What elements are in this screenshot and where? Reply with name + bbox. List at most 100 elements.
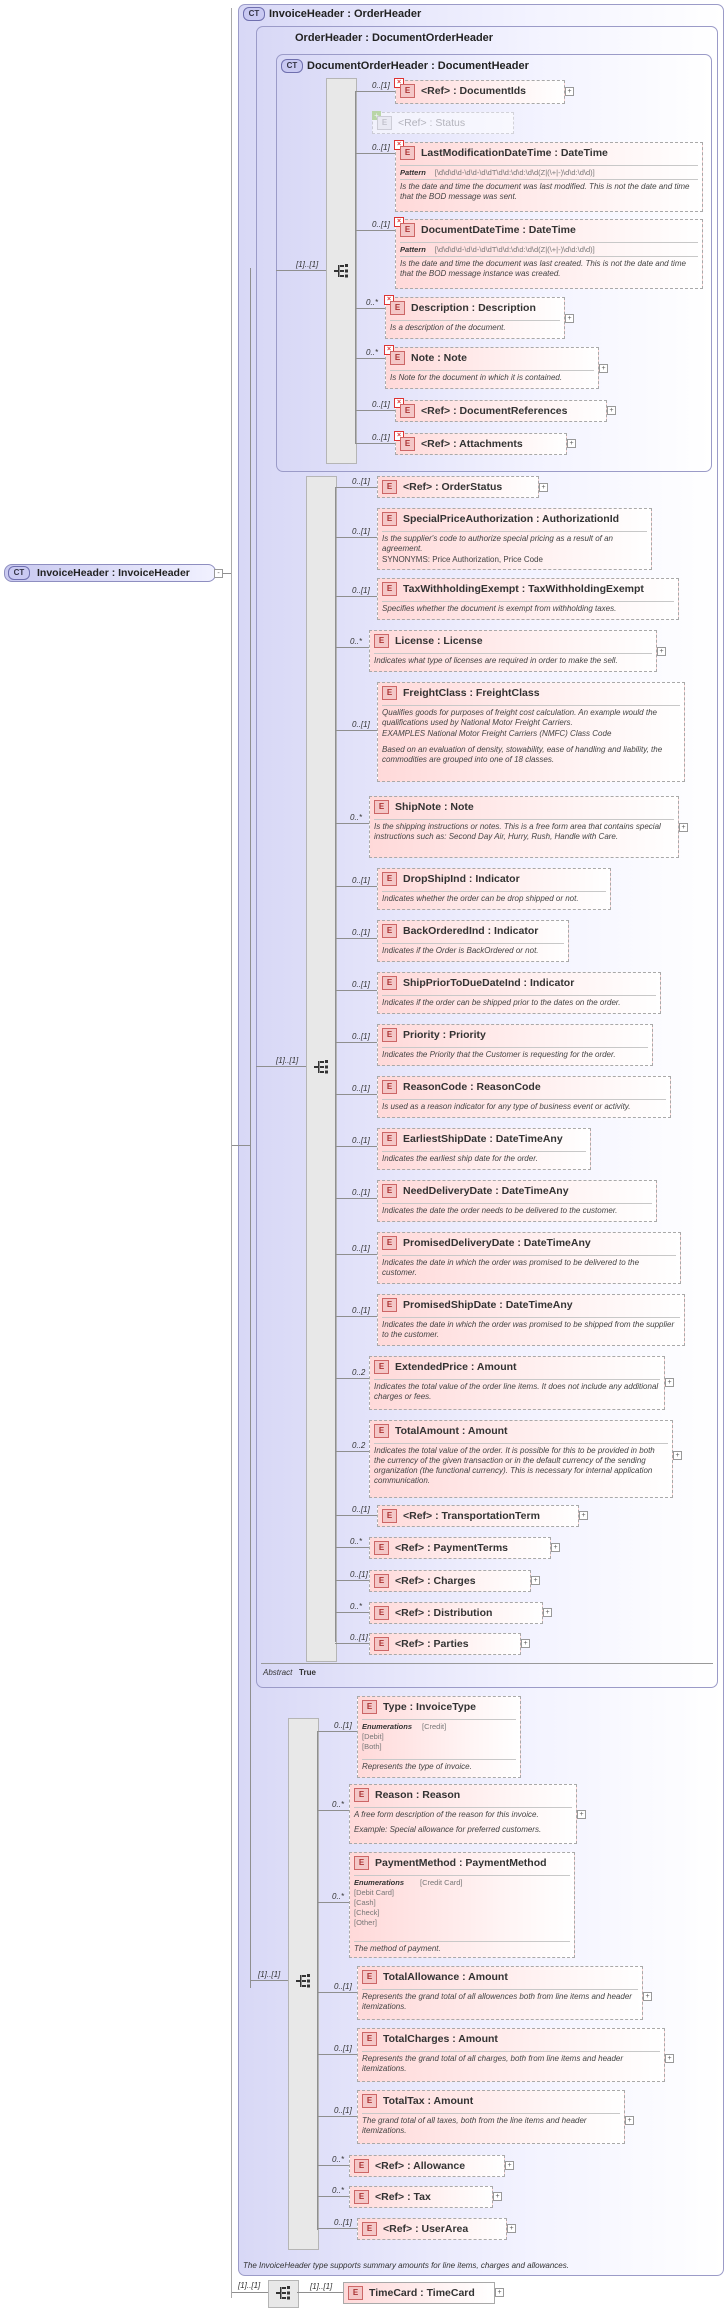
element-icon: E (374, 1360, 389, 1374)
expand-icon[interactable]: + (565, 87, 574, 96)
sequence-icon (276, 2286, 290, 2300)
expand-icon[interactable]: - (214, 569, 223, 578)
expand-icon[interactable]: + (599, 364, 608, 373)
expand-icon[interactable]: + (567, 439, 576, 448)
element-icon: E (382, 480, 397, 494)
optional-icon: × (394, 431, 404, 441)
expand-icon[interactable]: + (565, 314, 574, 323)
expand-icon[interactable]: + (673, 1451, 682, 1460)
element-icon: E (362, 2094, 377, 2108)
element-transportation-term[interactable]: E<Ref> : TransportationTerm (377, 1505, 579, 1527)
element-distribution[interactable]: E<Ref> : Distribution (369, 1602, 543, 1624)
element-icon: E (374, 1574, 389, 1588)
element-icon: E (374, 800, 389, 814)
element-icon: E (354, 2190, 369, 2204)
element-tax[interactable]: E<Ref> : Tax (349, 2186, 493, 2208)
expand-icon[interactable]: + (577, 1810, 586, 1819)
expand-icon[interactable]: + (543, 1608, 552, 1617)
element-document-references[interactable]: ×E<Ref> : DocumentReferences (394, 398, 607, 422)
element-icon: E (400, 437, 415, 451)
element-icon: E (374, 1637, 389, 1651)
element-document-ids[interactable]: ×E<Ref> : DocumentIds (394, 78, 565, 104)
expand-icon[interactable]: + (657, 647, 666, 656)
order-header-sequence (306, 476, 337, 1662)
expand-icon[interactable]: + (625, 2116, 634, 2125)
expand-icon[interactable]: + (531, 1576, 540, 1585)
expand-icon[interactable]: + (505, 2161, 514, 2170)
root-type[interactable]: CT InvoiceHeader : InvoiceHeader (4, 564, 216, 582)
plus-icon: + (372, 111, 381, 120)
invoice-sequence (288, 1718, 319, 2250)
abstract-label: Abstract True (263, 1668, 316, 1677)
expand-icon[interactable]: + (551, 1543, 560, 1552)
element-icon: E (382, 1080, 397, 1094)
complex-type-icon: CT (281, 59, 303, 73)
expand-icon[interactable]: + (507, 2224, 516, 2233)
element-parties[interactable]: E<Ref> : Parties (369, 1633, 521, 1655)
element-status[interactable]: +E<Ref> : Status (372, 111, 514, 134)
expand-icon[interactable]: + (539, 483, 548, 492)
element-user-area[interactable]: E<Ref> : UserArea (357, 2218, 507, 2240)
optional-icon: × (384, 345, 394, 355)
element-payment-terms[interactable]: E<Ref> : PaymentTerms (369, 1537, 551, 1559)
expand-icon[interactable]: + (579, 1511, 588, 1520)
element-order-status[interactable]: E<Ref> : OrderStatus (377, 476, 539, 498)
element-icon: E (382, 976, 397, 990)
expand-icon[interactable]: + (643, 1992, 652, 2001)
element-icon: E (354, 1788, 369, 1802)
element-icon: E (382, 1509, 397, 1523)
element-icon: E (400, 404, 415, 418)
expand-icon[interactable]: + (679, 823, 688, 832)
element-icon: E (377, 116, 392, 130)
expand-icon[interactable]: + (493, 2192, 502, 2201)
element-charges[interactable]: E<Ref> : Charges (369, 1570, 531, 1592)
order-header-title: OrderHeader : DocumentOrderHeader (295, 32, 494, 44)
expand-icon[interactable]: + (665, 2054, 674, 2063)
element-icon: E (390, 301, 405, 315)
element-allowance[interactable]: E<Ref> : Allowance (349, 2155, 505, 2177)
complex-type-icon: CT (8, 566, 34, 580)
element-icon: E (362, 2032, 377, 2046)
element-icon: E (382, 872, 397, 886)
expand-icon[interactable]: + (607, 406, 616, 415)
expand-icon[interactable]: + (495, 2288, 504, 2297)
element-icon: E (348, 2286, 363, 2300)
optional-icon: × (394, 217, 404, 227)
element-icon: E (382, 1298, 397, 1312)
bottom-sequence (268, 2280, 299, 2308)
expand-icon[interactable]: + (665, 1378, 674, 1387)
element-icon: E (400, 223, 415, 237)
element-attachments[interactable]: ×E<Ref> : Attachments (394, 431, 567, 455)
element-icon: E (382, 1028, 397, 1042)
element-icon: E (362, 1700, 377, 1714)
expand-icon[interactable]: + (521, 1639, 530, 1648)
